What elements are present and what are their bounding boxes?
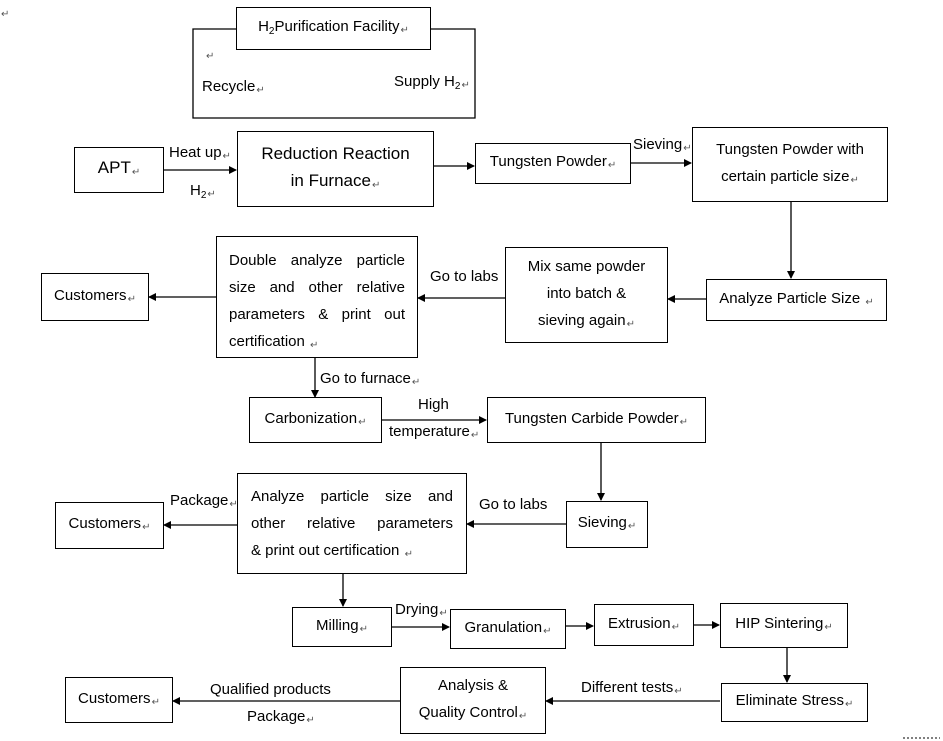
return-mark-icon: ↵ — [358, 416, 367, 428]
analyze2-line-3: & print out certification — [251, 542, 400, 559]
return-mark-icon: ↵ — [844, 699, 854, 710]
analyze2-line-1: Analyze particle size and — [251, 488, 453, 505]
double-line-4: certification — [229, 333, 305, 350]
eliminate-text: Eliminate Stress — [735, 692, 844, 709]
tungsten-powder-size-box: Tungsten Powder with certain particle siz… — [692, 127, 888, 202]
recycle-label: Recycle↵ — [202, 78, 265, 96]
mix-line-3: sieving again — [538, 311, 626, 329]
h2-subscript: 2 — [268, 26, 275, 37]
return-mark-icon: ↵ — [206, 51, 215, 62]
hip-sintering-box: HIP Sintering↵ — [720, 603, 848, 648]
return-mark-icon: ↵ — [850, 174, 859, 186]
customers-2-text: Customers — [68, 515, 142, 532]
supply-h2-label: Supply H2↵ — [394, 73, 470, 92]
apt-box: APT↵ — [74, 147, 164, 193]
h2-label: H2↵ — [190, 182, 216, 201]
customers-box-1: Customers↵ — [41, 273, 149, 321]
tp-size-line-1: Tungsten Powder with — [716, 140, 864, 158]
h2-purification-facility-box: H2Purification Facility↵ — [236, 7, 431, 50]
return-mark-icon: ↵ — [824, 622, 833, 633]
return-mark-icon: ↵ — [607, 160, 617, 171]
reduction-reaction-box: Reduction Reaction in Furnace↵ — [237, 131, 434, 207]
return-mark-icon: ↵ — [518, 710, 528, 722]
go-to-labs-label-1: Go to labs — [430, 268, 499, 285]
return-mark-icon: ↵ — [359, 623, 368, 635]
corner-mark: ↵ — [1, 9, 10, 20]
carbonization-box: Carbonization↵ — [249, 397, 382, 443]
return-mark-icon: ↵ — [400, 25, 409, 36]
analyze-particle-size-box: Analyze Particle Size ↵ — [706, 279, 887, 321]
drying-label: Drying↵ — [395, 601, 448, 619]
return-mark-icon: ↵ — [151, 696, 160, 708]
double-line-1: Double analyze particle — [229, 252, 405, 269]
analysis-line-2: Quality Control — [418, 703, 518, 721]
granulation-box: Granulation↵ — [450, 609, 566, 649]
temperature-label: temperature↵ — [389, 423, 480, 441]
return-mark-icon: ↵ — [127, 293, 136, 305]
customers-1-text: Customers — [54, 286, 127, 304]
analyze2-line-2: other relative parameters — [251, 515, 453, 532]
mix-powder-box: Mix same powder into batch & sieving again… — [505, 247, 668, 343]
customers-box-2: Customers↵ — [55, 502, 164, 549]
reduction-line-1: Reduction Reaction — [261, 143, 410, 163]
return-mark-icon: ↵ — [310, 340, 319, 351]
double-line-2: size and other relative — [229, 279, 405, 296]
return-mark-icon: ↵ — [679, 416, 689, 428]
package-label-2: Package↵ — [247, 708, 315, 726]
heat-up-label: Heat up↵ — [169, 144, 231, 162]
qualified-products-label: Qualified products — [210, 681, 331, 698]
package-label-1: Package↵ — [170, 492, 238, 510]
return-mark-icon: ↵ — [626, 318, 635, 330]
return-mark-icon: ↵ — [142, 522, 151, 533]
extrusion-box: Extrusion↵ — [594, 604, 694, 646]
mix-line-1: Mix same powder — [527, 257, 646, 275]
return-mark-icon: ↵ — [627, 521, 637, 532]
reduction-line-2: in Furnace — [290, 170, 371, 190]
return-mark-icon: ↵ — [865, 296, 874, 308]
extrusion-text: Extrusion — [608, 614, 671, 632]
high-label: High — [418, 396, 449, 413]
go-to-furnace-label: Go to furnace↵ — [320, 370, 421, 388]
tungsten-powder-text: Tungsten Powder — [489, 153, 607, 170]
milling-text: Milling — [316, 616, 359, 634]
tungsten-powder-box: Tungsten Powder↵ — [475, 143, 631, 184]
h2-prefix: H — [258, 18, 269, 35]
granulation-text: Granulation — [464, 618, 543, 636]
go-to-labs-label-2: Go to labs — [479, 496, 548, 513]
double-line-3: parameters & print out — [229, 306, 405, 323]
customers-3-text: Customers — [78, 689, 151, 707]
milling-box: Milling↵ — [292, 607, 392, 647]
double-analyze-box: Double analyze particle size and other r… — [216, 236, 418, 358]
mix-line-2: into batch & — [546, 284, 627, 302]
return-mark-icon: ↵ — [671, 621, 680, 633]
hip-text: HIP Sintering — [735, 615, 824, 632]
different-tests-label: Different tests↵ — [581, 679, 683, 697]
sieving-label: Sieving↵ — [633, 136, 692, 154]
return-mark-icon: ↵ — [371, 179, 381, 191]
h2-facility-text: Purification Facility — [274, 18, 400, 35]
analyze-size-text: Analyze Particle Size — [719, 289, 861, 307]
tp-size-line-2: certain particle size — [721, 167, 850, 185]
tungsten-carbide-powder-box: Tungsten Carbide Powder↵ — [487, 397, 706, 443]
sieving-box: Sieving↵ — [566, 501, 648, 548]
carbonization-text: Carbonization — [264, 409, 358, 427]
analysis-quality-control-box: Analysis & Quality Control↵ — [400, 667, 546, 734]
return-mark-icon: ↵ — [131, 167, 141, 178]
return-mark-icon: ↵ — [543, 625, 552, 637]
apt-text: APT — [97, 158, 131, 177]
return-mark-icon: ↵ — [404, 549, 413, 560]
analysis-line-1: Analysis & — [437, 676, 508, 694]
eliminate-stress-box: Eliminate Stress↵ — [721, 683, 868, 722]
customers-box-3: Customers↵ — [65, 677, 173, 723]
sieving-box-text: Sieving — [577, 514, 627, 531]
wc-powder-text: Tungsten Carbide Powder — [504, 409, 679, 427]
analyze-particle-size-2-box: Analyze particle size and other relative… — [237, 473, 467, 574]
